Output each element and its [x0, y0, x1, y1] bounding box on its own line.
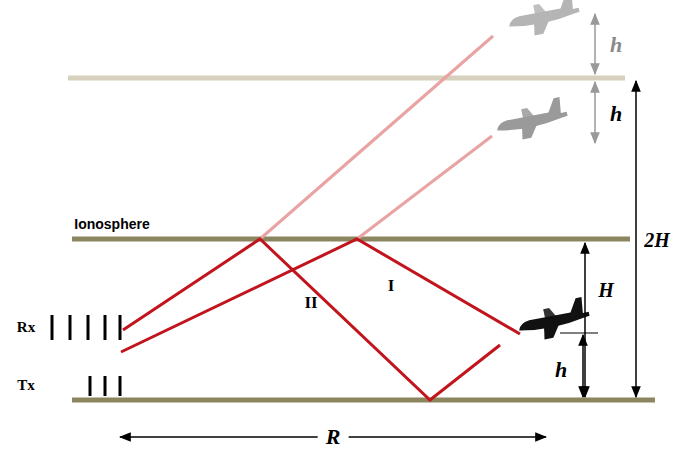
dimension-label: R [318, 426, 349, 448]
ray-path [121, 239, 520, 352]
dimension-label: h [555, 359, 567, 381]
dimension-tick [560, 333, 598, 334]
dimension-arrow [584, 318, 586, 397]
layer-label: Ionosphere [74, 217, 149, 231]
upper-layer [68, 76, 625, 81]
dimension-label: H [598, 280, 614, 300]
antenna-label: Rx [17, 320, 35, 335]
dimension-arrow [594, 14, 596, 74]
image-plane [505, 0, 582, 40]
ray-path [123, 239, 500, 400]
rx-antenna [52, 315, 120, 340]
dimension-arrow [584, 243, 586, 318]
ground-layer [72, 398, 655, 403]
dimension-arrow [594, 82, 596, 143]
aircraft [515, 296, 592, 344]
path-label: I [388, 277, 395, 294]
virtual-ray [260, 36, 493, 239]
dimension-label: 2H [644, 230, 670, 250]
tx-antenna [90, 376, 120, 396]
dimension-arrow [582, 335, 584, 397]
antenna-label: Tx [17, 378, 35, 393]
dimension-arrow [635, 81, 637, 397]
image-plane [493, 96, 570, 144]
virtual-ray [357, 136, 492, 239]
dimension-label: h [610, 34, 622, 56]
dimension-label: h [610, 103, 622, 125]
path-label: II [304, 294, 317, 311]
